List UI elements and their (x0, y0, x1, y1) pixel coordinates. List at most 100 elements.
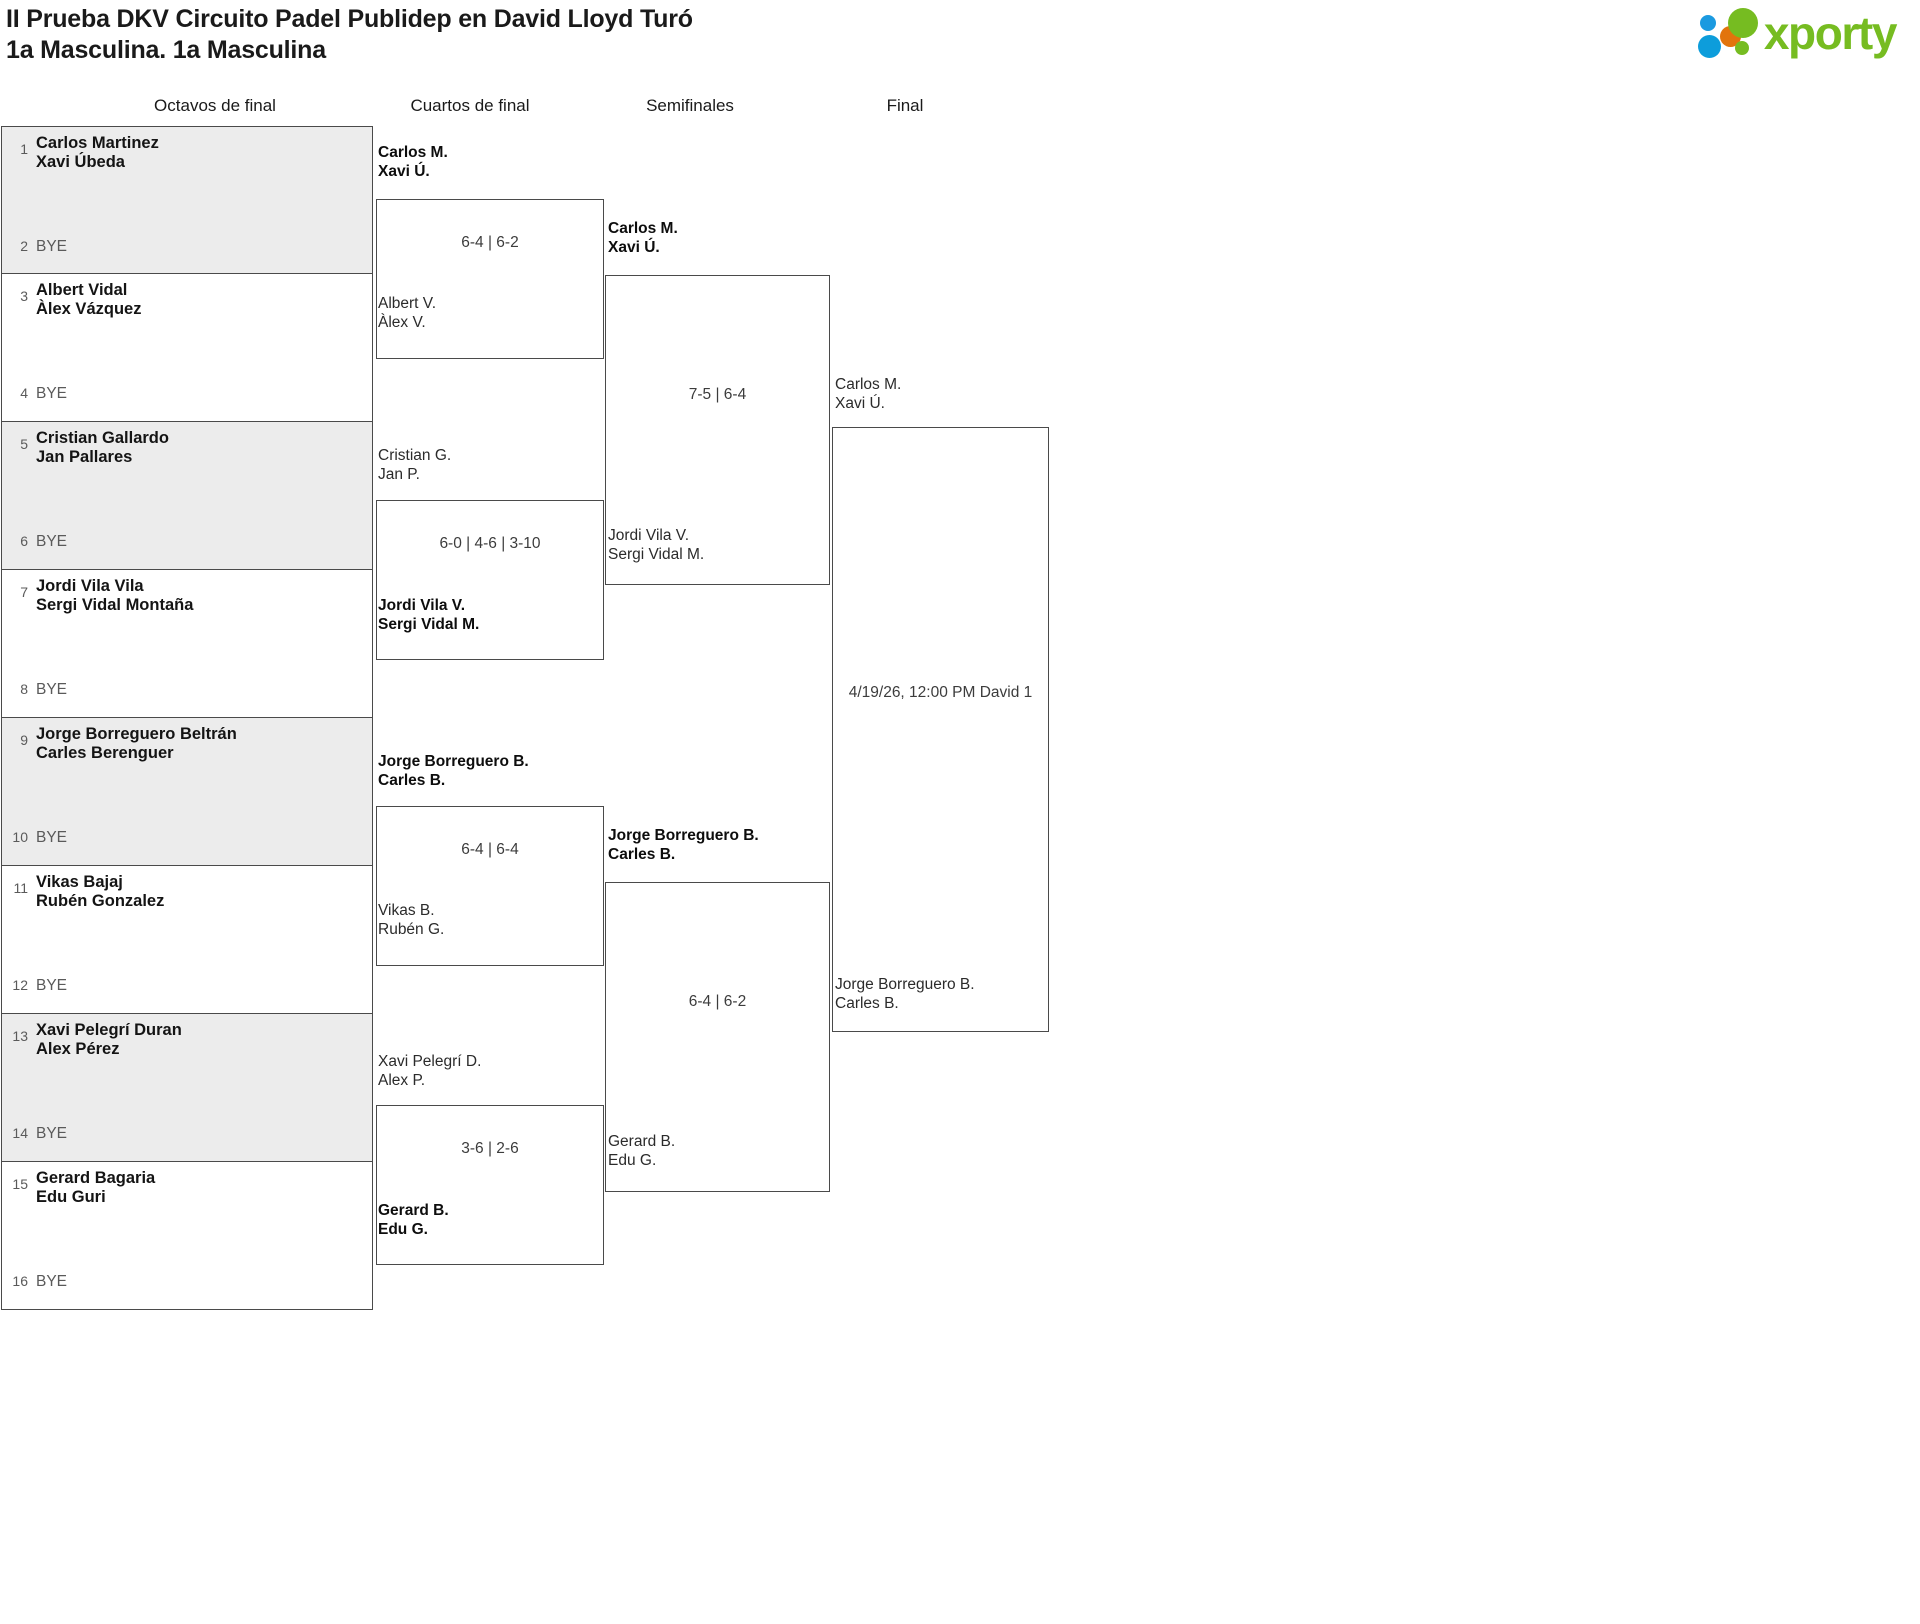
match-r2-4[interactable] (376, 1105, 604, 1265)
bye-label: BYE (36, 533, 68, 550)
player-name: Sergi Vidal Montaña (36, 596, 194, 614)
round-header-octavos: Octavos de final (154, 96, 276, 115)
tournament-category: 1a Masculina. 1a Masculina (6, 36, 326, 64)
seed-number: 9 (20, 732, 28, 748)
seed-number: 15 (12, 1176, 28, 1192)
page-header: II Prueba DKV Circuito Padel Publidep en… (0, 0, 1920, 72)
player-name: Carles B. (378, 772, 446, 789)
team-r4-top[interactable]: Carlos M. Xavi Ú. (835, 375, 901, 413)
seed-number: 1 (20, 141, 28, 157)
xporty-dots-icon (1697, 8, 1758, 58)
bye-label: BYE (36, 1125, 68, 1142)
seed-number: 16 (12, 1273, 28, 1289)
player-name: Edu G. (608, 1152, 657, 1169)
match-r1-4[interactable]: 7 Jordi Vila Vila Sergi Vidal Montaña 8 … (1, 570, 373, 718)
player-name: Gerard Bagaria (36, 1169, 156, 1187)
player-name: Jordi Vila Vila (36, 577, 144, 595)
seed-number: 14 (12, 1125, 28, 1141)
score-r2-2: 6-0 | 4-6 | 3-10 (439, 535, 541, 552)
round-header-final: Final (886, 96, 924, 115)
seed-number: 6 (20, 533, 28, 549)
seed-number: 10 (12, 829, 28, 845)
team-r2-1-top[interactable]: Carlos M. Xavi Ú. (378, 143, 448, 181)
player-name: Cristian Gallardo (36, 429, 169, 447)
match-r4-final[interactable] (832, 427, 1049, 1032)
match-r1-6[interactable]: 11 Vikas Bajaj Rubén Gonzalez 12 BYE (1, 866, 373, 1014)
match-r1-5[interactable]: 9 Jorge Borreguero Beltrán Carles Bereng… (1, 718, 373, 866)
seed-number: 7 (20, 584, 28, 600)
team-names: Gerard Bagaria Edu Guri (36, 1166, 155, 1207)
team-r2-1-bottom[interactable]: Albert V. Àlex V. (378, 294, 436, 332)
seed-number: 2 (20, 238, 28, 254)
logo-dot-green-small (1734, 41, 1749, 55)
match-r2-3[interactable] (376, 806, 604, 966)
bye-label: BYE (36, 829, 68, 846)
player-name: Sergi Vidal M. (608, 546, 705, 563)
team-r2-3-bottom[interactable]: Vikas B. Rubén G. (378, 901, 444, 939)
player-name: Carlos M. (608, 220, 678, 237)
score-r3-2: 6-4 | 6-2 (688, 993, 747, 1010)
player-name: Xavi Ú. (835, 395, 885, 412)
player-name: Rubén G. (378, 921, 445, 938)
player-name: Vikas B. (378, 902, 435, 919)
player-name: Edu G. (378, 1221, 428, 1238)
final-schedule: 4/19/26, 12:00 PM David 1 (848, 684, 1033, 701)
match-r1-2[interactable]: 3 Albert Vidal Àlex Vázquez 4 BYE (1, 274, 373, 422)
bye-label: BYE (36, 681, 68, 698)
player-name: Jordi Vila V. (378, 597, 466, 614)
player-name: Xavi Pelegrí Duran (36, 1021, 182, 1039)
score-r2-3: 6-4 | 6-4 (461, 841, 519, 858)
page-title: II Prueba DKV Circuito Padel Publidep en… (6, 4, 693, 66)
team-r3-1-top[interactable]: Carlos M. Xavi Ú. (608, 219, 678, 257)
seed-number: 12 (12, 977, 28, 993)
player-name: Edu Guri (36, 1188, 106, 1206)
team-names: Jordi Vila Vila Sergi Vidal Montaña (36, 574, 193, 615)
xporty-logo[interactable]: xporty (1697, 6, 1897, 60)
team-r2-3-top[interactable]: Jorge Borreguero B. Carles B. (378, 752, 529, 790)
match-r1-3[interactable]: 5 Cristian Gallardo Jan Pallares 6 BYE (1, 422, 373, 570)
player-name: Carles Berenguer (36, 744, 174, 762)
player-name: Cristian G. (378, 447, 452, 464)
team-names: Xavi Pelegrí Duran Alex Pérez (36, 1018, 182, 1059)
bye-label: BYE (36, 1273, 68, 1290)
seed-number: 5 (20, 436, 28, 452)
player-name: Àlex V. (378, 314, 426, 331)
seed-number: 4 (20, 385, 28, 401)
player-name: Gerard B. (608, 1133, 676, 1150)
seed-number: 8 (20, 681, 28, 697)
match-r1-7[interactable]: 13 Xavi Pelegrí Duran Alex Pérez 14 BYE (1, 1014, 373, 1162)
player-name: Alex Pérez (36, 1040, 120, 1058)
player-name: Jorge Borreguero Beltrán (36, 725, 237, 743)
team-r2-2-bottom[interactable]: Jordi Vila V. Sergi Vidal M. (378, 596, 479, 634)
match-r1-1[interactable]: 1 Carlos Martinez Xavi Úbeda 2 BYE (1, 126, 373, 274)
team-r3-1-bottom[interactable]: Jordi Vila V. Sergi Vidal M. (608, 526, 704, 564)
team-names: Jorge Borreguero Beltrán Carles Berengue… (36, 722, 237, 763)
score-r2-4: 3-6 | 2-6 (461, 1140, 519, 1157)
team-r3-2-top[interactable]: Jorge Borreguero B. Carles B. (608, 826, 759, 864)
team-r2-4-bottom[interactable]: Gerard B. Edu G. (378, 1201, 449, 1239)
team-r2-2-top[interactable]: Cristian G. Jan P. (378, 446, 451, 484)
player-name: Carles B. (835, 995, 899, 1012)
logo-dot-blue-small (1699, 15, 1716, 31)
match-r1-8[interactable]: 15 Gerard Bagaria Edu Guri 16 BYE (1, 1162, 373, 1310)
match-r3-2[interactable] (605, 882, 830, 1192)
player-name: Xavi Ú. (608, 239, 660, 256)
team-r3-2-bottom[interactable]: Gerard B. Edu G. (608, 1132, 675, 1170)
player-name: Carlos M. (378, 144, 448, 161)
player-name: Carlos M. (835, 376, 902, 393)
match-r2-2[interactable] (376, 500, 604, 660)
match-r3-1[interactable] (605, 275, 830, 585)
seed-number: 13 (12, 1028, 28, 1044)
player-name: Albert Vidal (36, 281, 128, 299)
logo-dot-blue-large (1697, 35, 1721, 58)
match-r2-1[interactable] (376, 199, 604, 359)
logo-dot-green-large (1727, 8, 1758, 38)
team-r2-4-top[interactable]: Xavi Pelegrí D. Alex P. (378, 1052, 481, 1090)
team-names: Albert Vidal Àlex Vázquez (36, 278, 141, 319)
player-name: Xavi Pelegrí D. (378, 1053, 482, 1070)
player-name: Àlex Vázquez (36, 300, 142, 318)
team-r4-bottom[interactable]: Jorge Borreguero B. Carles B. (835, 975, 975, 1013)
player-name: Jorge Borreguero B. (378, 753, 529, 770)
player-name: Xavi Ú. (378, 163, 430, 180)
